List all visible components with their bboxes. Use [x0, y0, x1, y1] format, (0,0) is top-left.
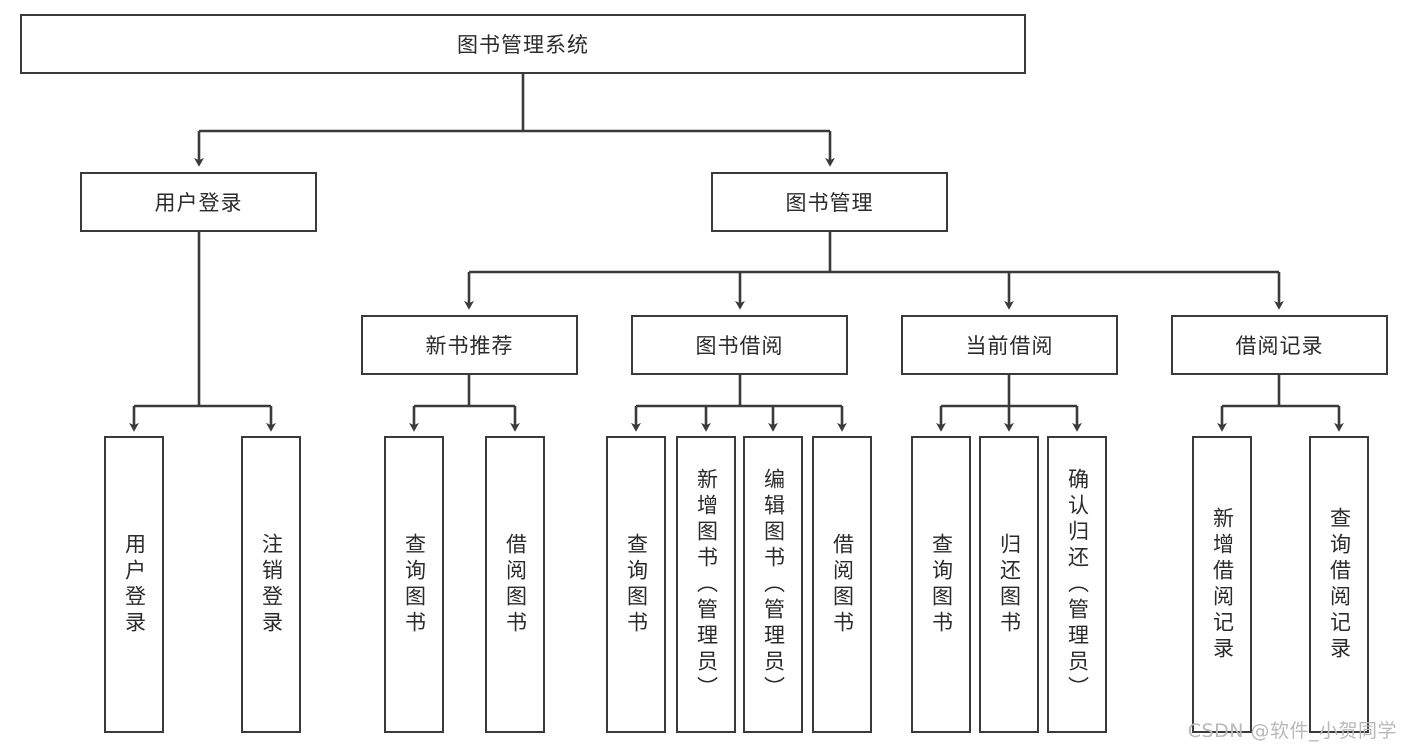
leaf-borrow-record-query-record[interactable]: 查询借阅记录 — [1309, 436, 1369, 733]
watermark: CSDN @软件_小贺同学 — [1187, 720, 1397, 742]
leaf-book-borrow-edit-book-admin[interactable]: 编辑图书（管理员） — [743, 436, 803, 733]
node-label: 当前借阅 — [965, 334, 1054, 358]
node-label: 图书管理 — [785, 191, 874, 215]
node-user-login[interactable]: 用户登录 — [80, 172, 317, 232]
node-label: 归还图书 — [997, 532, 1022, 637]
node-label: 用户登录 — [122, 532, 147, 637]
leaf-new-book-query-book[interactable]: 查询图书 — [384, 436, 444, 733]
node-label: 借阅记录 — [1235, 334, 1324, 358]
node-label: 图书管理系统 — [457, 33, 589, 57]
node-label: 查询图书 — [929, 532, 954, 637]
leaf-current-borrow-return-book[interactable]: 归还图书 — [979, 436, 1039, 733]
node-label: 图书借阅 — [695, 334, 784, 358]
node-label: 确认归还（管理员） — [1065, 467, 1090, 702]
node-label: 用户登录 — [154, 191, 243, 215]
node-label: 查询图书 — [624, 532, 649, 637]
leaf-new-book-borrow-book[interactable]: 借阅图书 — [485, 436, 545, 733]
node-label: 借阅图书 — [503, 532, 528, 637]
node-label: 新增借阅记录 — [1210, 506, 1235, 663]
node-book-borrow[interactable]: 图书借阅 — [631, 315, 848, 375]
leaf-current-borrow-query-book[interactable]: 查询图书 — [911, 436, 971, 733]
leaf-current-borrow-confirm-return-admin[interactable]: 确认归还（管理员） — [1047, 436, 1107, 733]
node-new-book-recommend[interactable]: 新书推荐 — [361, 315, 578, 375]
node-label: 编辑图书（管理员） — [761, 467, 786, 702]
node-label: 查询借阅记录 — [1327, 506, 1352, 663]
leaf-borrow-record-add-record[interactable]: 新增借阅记录 — [1192, 436, 1252, 733]
node-book-management[interactable]: 图书管理 — [711, 172, 948, 232]
node-label: 注销登录 — [259, 532, 284, 637]
leaf-book-borrow-add-book-admin[interactable]: 新增图书（管理员） — [676, 436, 736, 733]
leaf-book-borrow-borrow-book[interactable]: 借阅图书 — [812, 436, 872, 733]
leaf-user-login-login[interactable]: 用户登录 — [104, 436, 164, 733]
node-root-book-management-system[interactable]: 图书管理系统 — [20, 14, 1026, 74]
node-label: 新增图书（管理员） — [694, 467, 719, 702]
leaf-book-borrow-query-book[interactable]: 查询图书 — [606, 436, 666, 733]
node-label: 查询图书 — [402, 532, 427, 637]
node-label: 新书推荐 — [425, 334, 514, 358]
node-current-borrow[interactable]: 当前借阅 — [901, 315, 1118, 375]
leaf-user-login-logout[interactable]: 注销登录 — [241, 436, 301, 733]
node-borrow-record[interactable]: 借阅记录 — [1171, 315, 1388, 375]
node-label: 借阅图书 — [830, 532, 855, 637]
